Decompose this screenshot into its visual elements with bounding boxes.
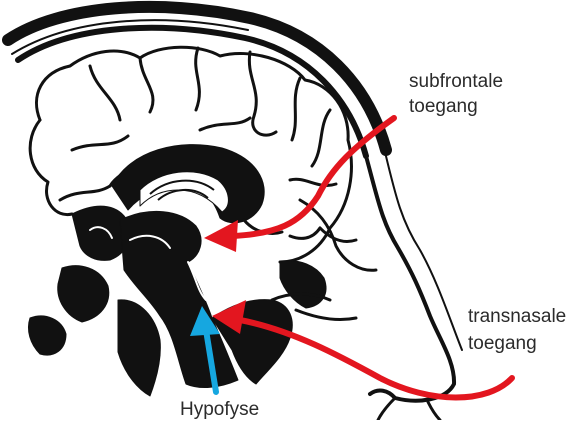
subfrontal-approach-label: subfrontale (409, 70, 503, 94)
corpus-callosum (112, 145, 264, 223)
subfrontal-approach-label-line2: toegang (409, 95, 478, 119)
pituitary-label: Hypofyse (180, 398, 259, 422)
transnasal-approach-label-line2: toegang (468, 332, 537, 356)
transnasal-approach-label: transnasale (468, 305, 566, 329)
brainstem-region (28, 206, 326, 396)
